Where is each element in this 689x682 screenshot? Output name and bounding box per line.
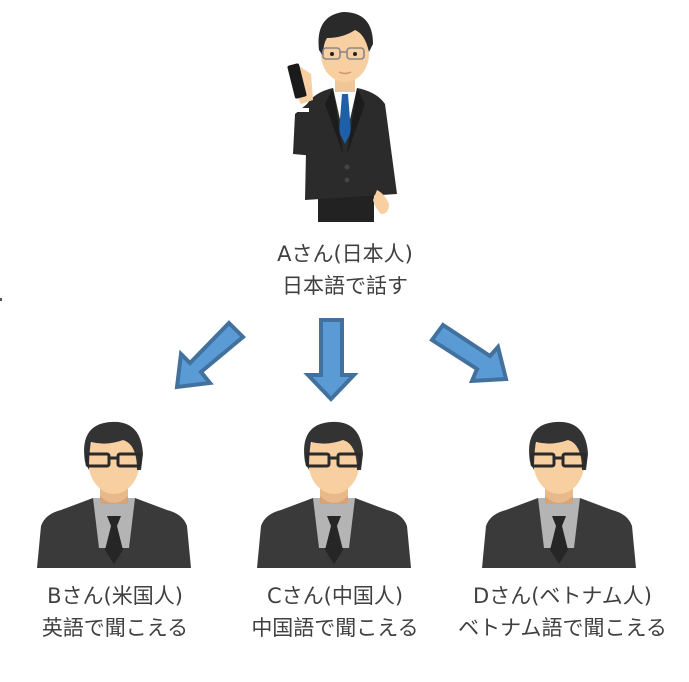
man-avatar-icon <box>482 421 636 568</box>
listener-d-caption: Dさん(ベトナム人) ベトナム語で聞こえる <box>440 580 685 644</box>
listener-c-action: 中国語で聞こえる <box>251 616 419 640</box>
man-avatar-icon <box>257 421 411 568</box>
listener-d-name: Dさん(ベトナム人) <box>473 584 652 608</box>
listener-b-caption: Bさん(米国人) 英語で聞こえる <box>10 580 220 644</box>
listener-b-avatar <box>37 421 191 568</box>
arrow-down-right-icon <box>429 322 509 384</box>
arrow-down-left-icon <box>174 320 246 390</box>
man-avatar-icon <box>37 421 191 568</box>
listener-c-name: Cさん(中国人) <box>266 584 404 608</box>
listener-c-avatar <box>257 421 411 568</box>
listener-d-avatar <box>482 421 636 568</box>
speaker-name: Aさん(日本人) <box>277 242 413 266</box>
arrow-down-icon <box>303 318 359 402</box>
man-on-phone-icon <box>287 12 397 222</box>
speaker-caption: Aさん(日本人) 日本語で話す <box>200 238 490 302</box>
listener-b-name: Bさん(米国人) <box>47 584 183 608</box>
listener-c-caption: Cさん(中国人) 中国語で聞こえる <box>230 580 440 644</box>
speaker-figure <box>287 12 397 222</box>
listener-d-action: ベトナム語で聞こえる <box>458 616 667 640</box>
speaker-action: 日本語で話す <box>282 274 408 298</box>
listener-b-action: 英語で聞こえる <box>41 616 189 640</box>
stray-mark <box>0 298 2 301</box>
